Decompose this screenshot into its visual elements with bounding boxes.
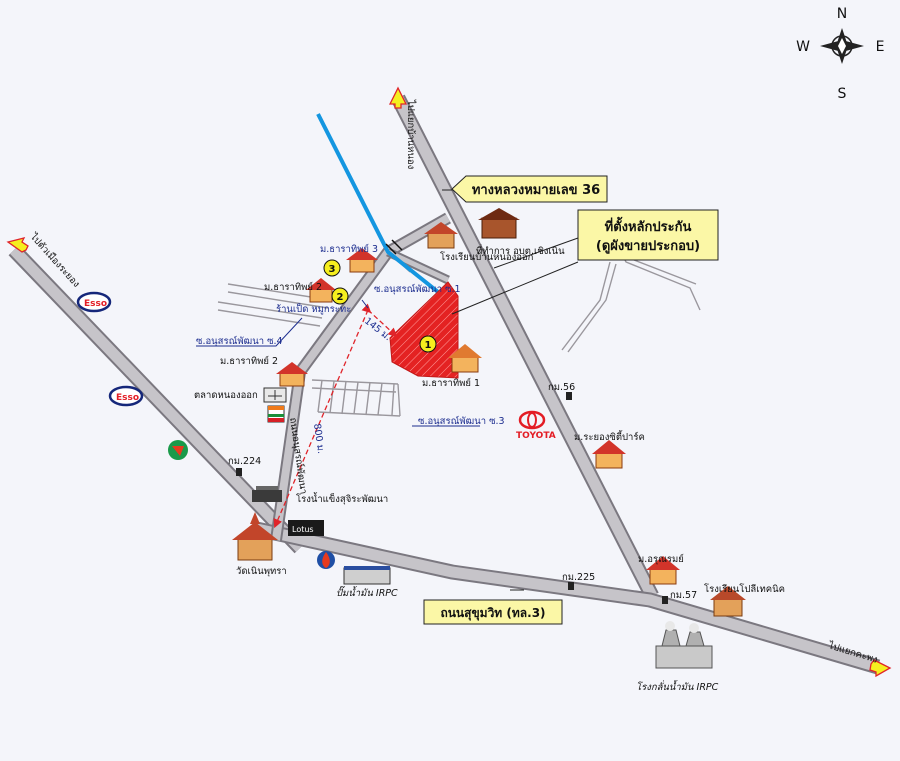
bridge-icon bbox=[385, 239, 403, 255]
house-icon bbox=[76, 208, 746, 669]
label-tharathip1: ม.ธาราทิพย์ 1 bbox=[422, 377, 480, 389]
label-km225: กม.225 bbox=[562, 572, 595, 583]
lotus-store-icon bbox=[288, 520, 324, 536]
school-icon bbox=[424, 222, 458, 249]
label-irpc-station: ปั๊มน้ำมัน IRPC bbox=[336, 585, 398, 599]
to-ban-khai-label: ไปแยกบ้านหนอง bbox=[405, 99, 417, 169]
label-temple: วัดเนินพุทรา bbox=[236, 566, 287, 577]
distance-lines bbox=[273, 303, 398, 529]
label-tharathip2-top: ม.ธาราทิพย์ 2 bbox=[264, 281, 322, 293]
house-icon-tharathip3 bbox=[346, 248, 378, 273]
market-icon bbox=[263, 387, 287, 403]
soi-leaders bbox=[196, 299, 480, 427]
label-market: ตลาดหนองออก bbox=[194, 390, 258, 401]
location-line-2: (ดูผังขายประกอบ) bbox=[596, 239, 700, 254]
government-building-icon bbox=[478, 208, 520, 239]
compass-rose: N E S W bbox=[796, 6, 884, 102]
label-irpc-refinery: โรงกลั่นน้ำมัน IRPC bbox=[636, 679, 719, 693]
house-icon-arunrom bbox=[646, 556, 680, 585]
sukhumvit-callout: ถนนสุขุมวิท (ทล.3) bbox=[423, 599, 563, 625]
house-icon-tharathip2-top bbox=[306, 278, 336, 303]
label-arunrom: ม.อรุณรมย์ bbox=[638, 553, 684, 565]
gas-station-icon bbox=[343, 566, 391, 585]
house-icon-rayong-city-park bbox=[592, 440, 626, 469]
label-duck-shop: ร้านเป็ด หมูกระทะ bbox=[276, 302, 351, 315]
compass-west: W bbox=[796, 39, 810, 55]
highway-36-callout: ทางหลวงหมายเลข 36 bbox=[451, 175, 608, 203]
seven-eleven-icon bbox=[267, 405, 285, 423]
sukhumvit-label: ถนนสุขุมวิท (ทล.3) bbox=[440, 606, 545, 621]
school-icon-polytechnic bbox=[710, 586, 746, 617]
house-icon-tharathip2 bbox=[276, 362, 308, 387]
marker-2: 2 bbox=[331, 287, 349, 305]
label-km224: กม.224 bbox=[228, 456, 261, 467]
direction-arrow-ban-khai: ไปแยกบ้านหนอง bbox=[388, 86, 417, 169]
label-km57: กม.57 bbox=[670, 590, 697, 601]
label-soi4: ซ.อนุสรณ์พัฒนา ซ.4 bbox=[196, 335, 283, 347]
label-tharathip2: ม.ธาราทิพย์ 2 bbox=[220, 355, 278, 367]
label-poly-school: โรงเรียนโปลีเทคนิค bbox=[704, 583, 785, 595]
marker-3: 3 bbox=[323, 259, 341, 277]
marker-1-label: 1 bbox=[425, 340, 432, 351]
label-ice-factory: โรงน้ำแข็งสุจิระพัฒนา bbox=[296, 492, 388, 505]
highway-36-label: ทางหลวงหมายเลข 36 bbox=[472, 183, 600, 198]
compass-north: N bbox=[837, 6, 847, 22]
label-lotus: Lotus bbox=[292, 525, 314, 534]
factory-icon bbox=[252, 486, 282, 502]
marker-3-label: 3 bbox=[329, 264, 336, 275]
label-subdistrict-office: ที่ทำการ อบต.เชิงเนิน bbox=[476, 244, 565, 257]
label-esso-2: Esso bbox=[116, 393, 139, 403]
pt-logo-icon bbox=[168, 440, 188, 460]
road-network bbox=[8, 94, 881, 675]
label-dist-800: 800 ม. bbox=[311, 423, 326, 455]
esso-logo-icon-1 bbox=[76, 291, 112, 313]
marker-1: 1 bbox=[419, 335, 437, 353]
esso-logo-icon-2 bbox=[108, 385, 144, 407]
marker-2-label: 2 bbox=[337, 292, 344, 303]
label-soi1: ซ.อนุสรณ์พัฒนา ซ.1 bbox=[374, 283, 461, 295]
label-soi3: ซ.อนุสรณ์พัฒนา ซ.3 bbox=[418, 415, 505, 427]
temple-icon bbox=[232, 512, 278, 561]
compass-south: S bbox=[838, 86, 847, 102]
house-icon-tharathip1 bbox=[448, 344, 482, 373]
label-toyota: TOYOTA bbox=[516, 431, 556, 441]
compass-east: E bbox=[876, 39, 885, 55]
km-post-icon bbox=[236, 392, 668, 604]
toyota-logo-icon bbox=[518, 410, 546, 430]
label-rayong-city-park: ม.ระยองซิตี้ปาร์ค bbox=[574, 430, 645, 443]
label-km56: กม.56 bbox=[548, 382, 575, 393]
collateral-plot bbox=[389, 281, 459, 379]
label-tharathip3: ม.ธาราทิพย์ 3 bbox=[320, 243, 378, 255]
label-esso-1: Esso bbox=[84, 299, 107, 309]
label-school-nong-ok: โรงเรียนบ้านหนองออก bbox=[440, 251, 534, 263]
collateral-location-callout: ที่ตั้งหลักประกัน (ดูผังขายประกอบ) bbox=[577, 209, 719, 261]
irpc-logo-icon bbox=[317, 551, 335, 569]
location-line-1: ที่ตั้งหลักประกัน bbox=[605, 216, 692, 235]
refinery-icon bbox=[655, 621, 713, 669]
